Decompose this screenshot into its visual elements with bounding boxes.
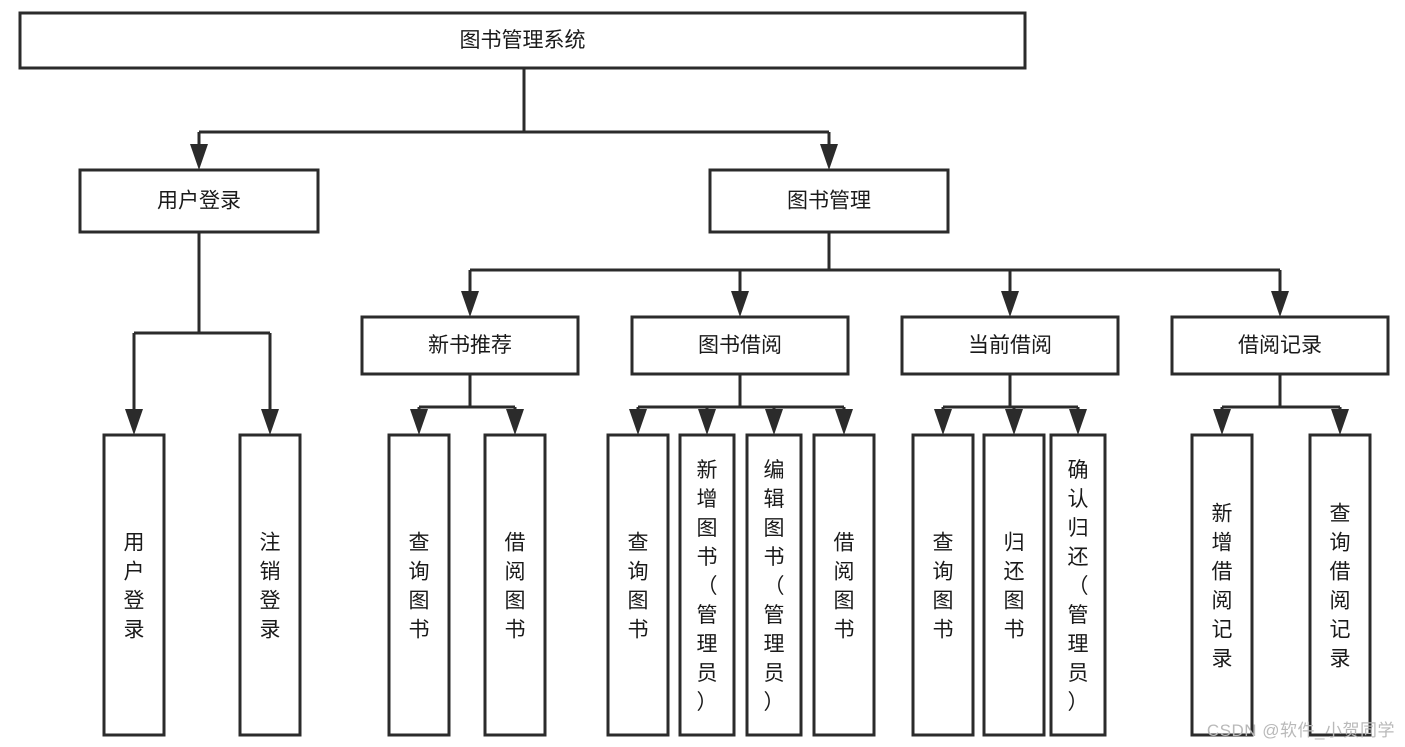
leaf-node-查询借阅记录[interactable]: 查询借阅记录 [1308, 433, 1372, 737]
connector-group-newbook-to-leaves [410, 374, 524, 435]
node-label: 用户登录 [157, 190, 241, 213]
arrow-head-icon [629, 409, 647, 435]
node-label: 查询借阅记录 [1330, 503, 1351, 671]
node-label: 归还图书 [1004, 532, 1025, 642]
node-box [1170, 315, 1390, 376]
node-box [812, 433, 876, 737]
leaf-node-借阅图书[interactable]: 借阅图书 [812, 433, 876, 737]
node-box [678, 433, 736, 737]
node-label: 查询图书 [933, 532, 954, 642]
leaf-node-归还图书[interactable]: 归还图书 [982, 433, 1046, 737]
node-box [900, 315, 1120, 376]
connector-layer [125, 68, 1349, 435]
arrow-head-icon [698, 409, 716, 435]
level3-node-新书推荐[interactable]: 新书推荐 [360, 315, 580, 376]
leaf-node-编辑图书管理员[interactable]: 编辑图书（管理员） [745, 433, 803, 737]
node-box [78, 168, 320, 234]
leaf-node-查询图书[interactable]: 查询图书 [387, 433, 451, 737]
node-box [630, 315, 850, 376]
node-label: 注销登录 [260, 532, 281, 642]
arrow-head-icon [125, 409, 143, 435]
node-label: 借阅图书 [834, 532, 855, 642]
connector-group-record-to-leaves [1213, 374, 1349, 435]
node-box [606, 433, 670, 737]
node-box [360, 315, 580, 376]
node-box [982, 433, 1046, 737]
arrow-head-icon [261, 409, 279, 435]
leaf-node-查询图书[interactable]: 查询图书 [911, 433, 975, 737]
node-label: 确认归还（管理员） [1068, 459, 1089, 714]
connector-group-books-to-level3 [461, 232, 1289, 317]
node-label: 借阅记录 [1238, 334, 1322, 357]
node-label: 新增图书（管理员） [697, 459, 718, 714]
root-node-图书管理系统[interactable]: 图书管理系统 [18, 11, 1027, 70]
node-box [1190, 433, 1254, 737]
arrow-head-icon [461, 291, 479, 317]
leaf-node-用户登录[interactable]: 用户登录 [102, 433, 166, 737]
leaf-node-借阅图书[interactable]: 借阅图书 [483, 433, 547, 737]
node-label: 当前借阅 [968, 334, 1052, 357]
arrow-head-icon [410, 409, 428, 435]
node-label: 新增借阅记录 [1212, 503, 1233, 671]
leaf-node-新增图书管理员[interactable]: 新增图书（管理员） [678, 433, 736, 737]
level2-node-图书管理[interactable]: 图书管理 [708, 168, 950, 234]
level3-node-图书借阅[interactable]: 图书借阅 [630, 315, 850, 376]
level2-node-用户登录[interactable]: 用户登录 [78, 168, 320, 234]
node-box [745, 433, 803, 737]
node-box [238, 433, 302, 737]
leaf-node-注销登录[interactable]: 注销登录 [238, 433, 302, 737]
connector-group-root-to-level2 [190, 68, 838, 170]
arrow-head-icon [820, 144, 838, 170]
node-label: 查询图书 [409, 532, 430, 642]
node-label: 用户登录 [124, 532, 145, 642]
node-box [911, 433, 975, 737]
node-label: 编辑图书（管理员） [764, 459, 785, 714]
node-box [1049, 433, 1107, 737]
connector-group-borrow-to-leaves [629, 374, 853, 435]
arrow-head-icon [835, 409, 853, 435]
node-label: 新书推荐 [428, 334, 512, 357]
arrow-head-icon [506, 409, 524, 435]
arrow-head-icon [1271, 291, 1289, 317]
node-label: 查询图书 [628, 532, 649, 642]
connector-group-current-to-leaves [934, 374, 1087, 435]
arrow-head-icon [190, 144, 208, 170]
arrow-head-icon [1001, 291, 1019, 317]
arrow-head-icon [1213, 409, 1231, 435]
level3-node-当前借阅[interactable]: 当前借阅 [900, 315, 1120, 376]
node-layer: 图书管理系统用户登录图书管理新书推荐图书借阅当前借阅借阅记录用户登录注销登录查询… [18, 11, 1390, 737]
node-label: 借阅图书 [505, 532, 526, 642]
node-box [18, 11, 1027, 70]
node-box [483, 433, 547, 737]
node-label: 图书借阅 [698, 334, 782, 357]
arrow-head-icon [934, 409, 952, 435]
arrow-head-icon [1331, 409, 1349, 435]
node-box [387, 433, 451, 737]
node-label: 图书管理系统 [460, 29, 586, 52]
node-label: 图书管理 [787, 190, 871, 213]
arrow-head-icon [731, 291, 749, 317]
node-box [102, 433, 166, 737]
connector-group-login-to-leaves [125, 232, 279, 435]
arrow-head-icon [1069, 409, 1087, 435]
level3-node-借阅记录[interactable]: 借阅记录 [1170, 315, 1390, 376]
leaf-node-新增借阅记录[interactable]: 新增借阅记录 [1190, 433, 1254, 737]
node-box [708, 168, 950, 234]
leaf-node-确认归还管理员[interactable]: 确认归还（管理员） [1049, 433, 1107, 737]
leaf-node-查询图书[interactable]: 查询图书 [606, 433, 670, 737]
arrow-head-icon [1005, 409, 1023, 435]
node-box [1308, 433, 1372, 737]
arrow-head-icon [765, 409, 783, 435]
